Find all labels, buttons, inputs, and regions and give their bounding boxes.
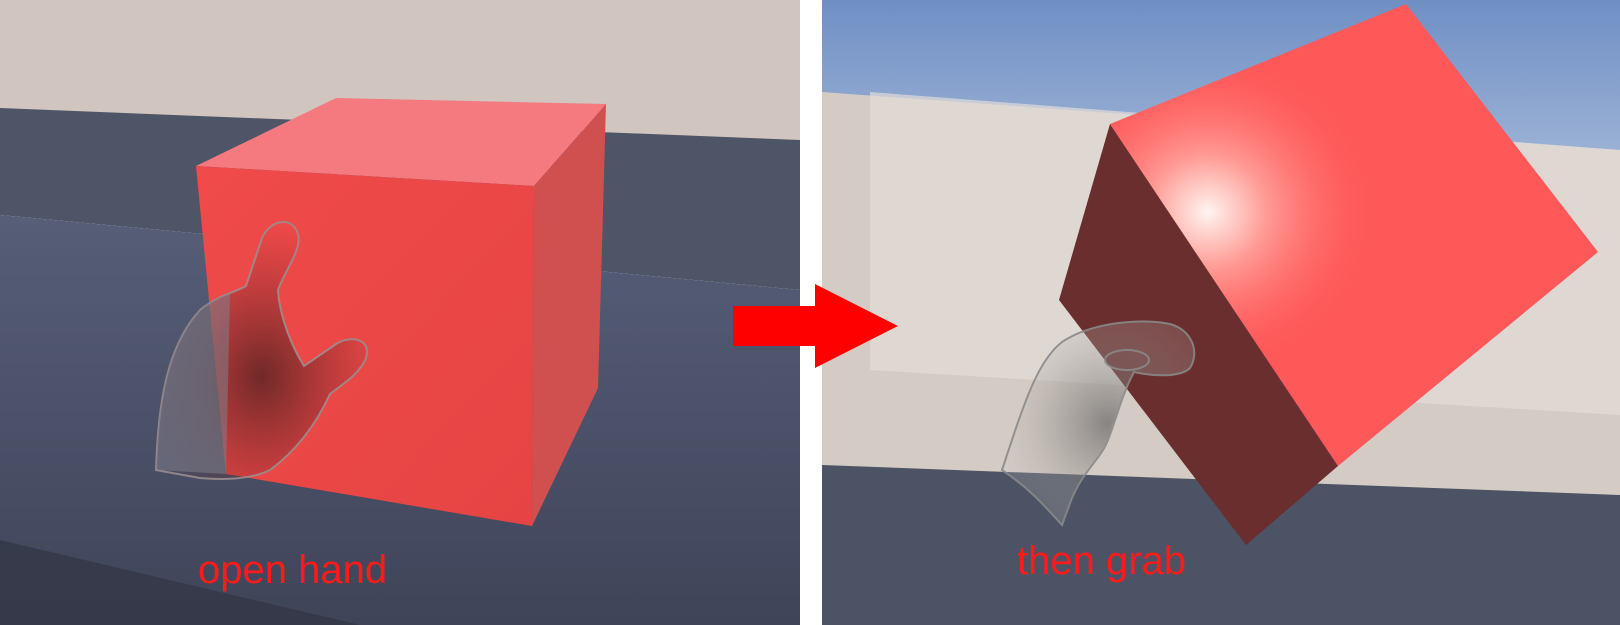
caption-open-hand: open hand xyxy=(198,548,388,592)
vr-scene-right xyxy=(822,0,1620,625)
shadow xyxy=(0,540,360,625)
grabbing-hand-icon xyxy=(1000,320,1196,527)
caption-then-grab: then grab xyxy=(1017,539,1187,583)
cube-top-face xyxy=(196,98,606,186)
open-hand-icon xyxy=(154,221,369,481)
arrow-shape xyxy=(733,284,898,368)
cube-highlight xyxy=(1110,4,1598,466)
vr-scene-left xyxy=(0,0,800,625)
cube-side-face xyxy=(532,104,606,526)
cube-side-face xyxy=(1059,124,1338,545)
right-arrow-icon xyxy=(733,284,898,368)
scene-open-hand: open hand xyxy=(0,0,800,625)
scene-then-grab: then grab xyxy=(822,0,1620,625)
cube xyxy=(1059,4,1598,545)
table-top xyxy=(822,465,1620,625)
